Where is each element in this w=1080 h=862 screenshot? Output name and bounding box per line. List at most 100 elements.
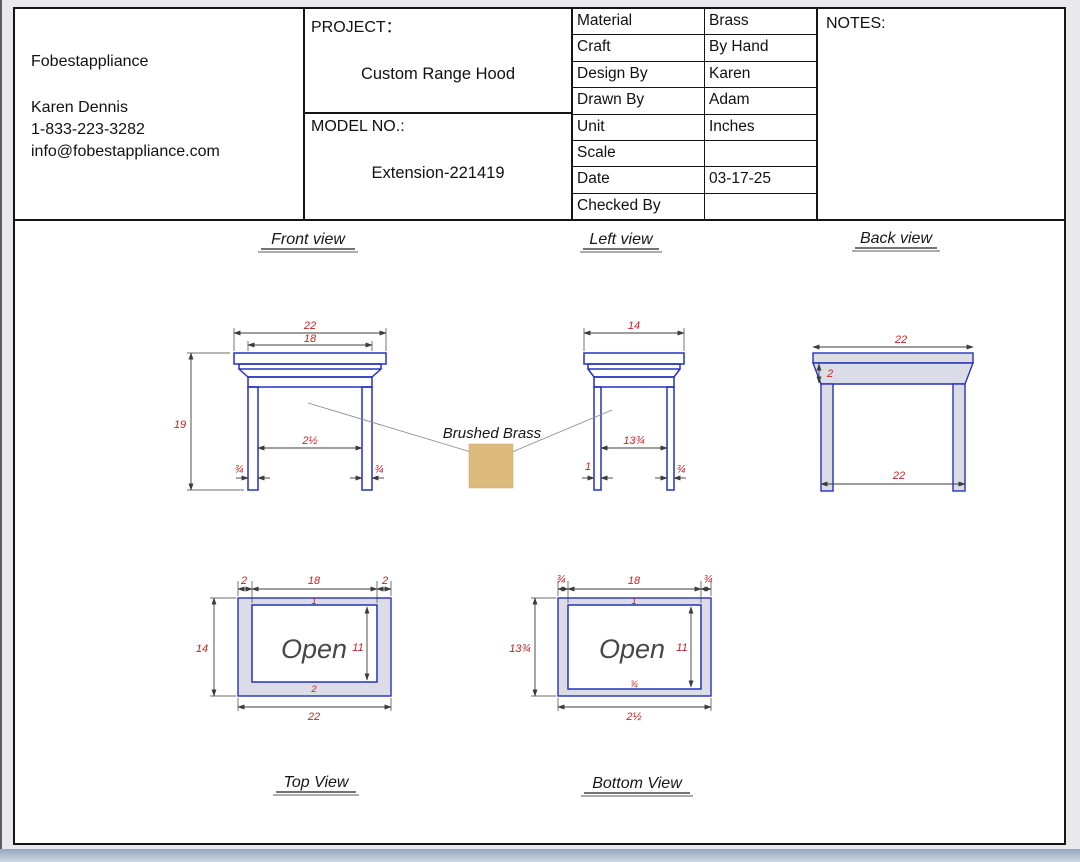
- spec-label: Design By: [573, 61, 705, 88]
- back-view-dimensions: 22 2 22: [812, 334, 974, 487]
- dim-bottom-left-wall: ¾: [556, 574, 565, 586]
- spec-value: Karen: [709, 64, 751, 82]
- top-view-label: Top View: [273, 774, 359, 796]
- dim-top-right-wall: 2: [381, 575, 388, 587]
- front-view: Front view 22: [174, 231, 387, 491]
- spec-label: Date: [573, 167, 705, 193]
- bottom-view-geometry: Open: [557, 597, 712, 697]
- left-view-title: Left view: [589, 231, 654, 248]
- company-contact-name: Karen Dennis: [31, 99, 128, 116]
- spec-value: [705, 194, 816, 219]
- spec-row: Drawn By Adam: [573, 88, 816, 115]
- spec-label: Checked By: [573, 193, 705, 219]
- model-number: Extension-221419: [371, 164, 505, 183]
- spec-row: Design By Karen: [573, 61, 816, 89]
- back-view-title: Back view: [860, 230, 933, 247]
- company-email: info@fobestappliance.com: [31, 143, 220, 160]
- material-callout: Brushed Brass: [307, 402, 613, 489]
- top-view-dimensions: 2 18 2 1 11 14 2 22: [196, 575, 392, 723]
- spec-label: Drawn By: [573, 88, 705, 114]
- bottom-view-dimensions: ¾ 18 ¾ 1 11 13¾ ¾ 2½: [509, 574, 712, 723]
- spec-row: Date 03-17-25: [573, 167, 816, 194]
- spec-label: Scale: [573, 140, 705, 167]
- spec-row: Unit Inches: [573, 114, 816, 141]
- spec-label: Unit: [573, 114, 705, 140]
- spec-value: [705, 141, 816, 166]
- material-callout-label: Brushed Brass: [443, 425, 542, 442]
- front-view-dimensions: 22 18 19 2½ ¾ ¾: [174, 320, 387, 491]
- project-label: PROJECT：: [311, 19, 402, 36]
- top-view-open-label: Open: [281, 634, 347, 664]
- back-view: Back view 22 2 22: [811, 230, 975, 492]
- dim-bottom-outer-width: 2½: [625, 711, 641, 723]
- top-view-geometry: Open: [237, 597, 392, 697]
- bottom-view: Open ¾ 18 ¾ 1 11: [509, 574, 713, 797]
- dim-front-height: 19: [174, 419, 186, 431]
- bottom-view-open-label: Open: [599, 634, 665, 664]
- dim-top-inner-height: 11: [352, 642, 363, 654]
- bottom-view-label: Bottom View: [581, 775, 693, 797]
- project-name: Custom Range Hood: [360, 65, 516, 83]
- dim-left-rear-leg: ¾: [676, 464, 685, 476]
- dim-bottom-top-wall: 1: [631, 596, 636, 607]
- project-section: PROJECT： Custom Range Hood: [305, 9, 571, 115]
- dim-back-top-width: 22: [894, 334, 907, 346]
- drawing-canvas: Front view 22: [174, 230, 975, 797]
- drawing-area: Front view 22: [15, 221, 1064, 841]
- dim-front-inner-span: 2½: [301, 435, 317, 447]
- left-view: Left view 14: [580, 231, 686, 491]
- back-view-geometry: [811, 352, 975, 492]
- notes-cell: NOTES:: [818, 9, 1064, 219]
- company-info-cell: Fobestappliance Karen Dennis 1-833-223-3…: [15, 9, 305, 219]
- spec-row: Checked By: [573, 193, 816, 219]
- model-label: MODEL NO.:: [311, 118, 405, 136]
- dim-bottom-inner-width: 18: [628, 575, 641, 587]
- dim-top-top-wall: 1: [311, 596, 316, 607]
- dim-front-inner-width: 18: [304, 333, 317, 345]
- front-view-title: Front view: [271, 231, 346, 248]
- spec-value: Adam: [709, 91, 750, 109]
- dim-bottom-outer-height: 13¾: [509, 643, 530, 655]
- dim-top-inner-width: 18: [308, 575, 321, 587]
- front-view-label: Front view: [258, 231, 358, 253]
- window-left-edge: [0, 0, 2, 862]
- brass-swatch: [468, 443, 514, 489]
- model-section: MODEL NO.: Extension-221419: [305, 114, 571, 219]
- dim-front-outer-width: 22: [303, 320, 316, 332]
- spec-value: Inches: [709, 117, 755, 135]
- spec-label: Craft: [573, 35, 705, 61]
- dim-left-outer-width: 14: [628, 320, 640, 332]
- dim-front-left-leg: ¾: [234, 464, 243, 476]
- dim-left-inner-span: 13¾: [623, 435, 644, 447]
- bottom-view-title: Bottom View: [592, 775, 683, 792]
- spec-value: By Hand: [709, 38, 769, 56]
- dim-bottom-bottom-wall: ¾: [630, 679, 638, 690]
- spec-row: Scale: [573, 140, 816, 168]
- top-view: Open 2 18 2 1 11: [196, 575, 392, 796]
- spec-value: 03-17-25: [709, 170, 772, 188]
- dim-bottom-inner-height: 11: [676, 642, 687, 654]
- dim-top-left-wall: 2: [240, 575, 247, 587]
- left-view-dimensions: 14 13¾ 1 ¾: [582, 320, 686, 481]
- title-block: Fobestappliance Karen Dennis 1-833-223-3…: [15, 9, 1064, 221]
- spec-label: Material: [573, 9, 705, 35]
- project-cell: PROJECT： Custom Range Hood MODEL NO.: Ex…: [305, 9, 573, 219]
- drawing-sheet: Fobestappliance Karen Dennis 1-833-223-3…: [13, 7, 1066, 845]
- left-view-geometry: [583, 352, 685, 491]
- dim-left-front-leg: 1: [585, 461, 591, 473]
- company-name: Fobestappliance: [31, 53, 149, 70]
- company-phone: 1-833-223-3282: [31, 121, 145, 138]
- dim-bottom-right-wall: ¾: [703, 574, 712, 586]
- left-view-label: Left view: [580, 231, 662, 253]
- spec-table: Material Brass Craft By Hand Design By K…: [573, 9, 818, 219]
- dim-top-bottom-wall: 2: [310, 684, 317, 695]
- dim-top-outer-height: 14: [196, 643, 208, 655]
- spec-row: Craft By Hand: [573, 35, 816, 62]
- dim-front-right-leg: ¾: [374, 464, 383, 476]
- spec-value: Brass: [709, 12, 749, 29]
- spec-row: Material Brass: [573, 9, 816, 36]
- dim-top-outer-width: 22: [307, 711, 320, 723]
- front-view-geometry: [233, 352, 387, 491]
- notes-label: NOTES:: [826, 15, 886, 32]
- back-view-label: Back view: [852, 230, 940, 252]
